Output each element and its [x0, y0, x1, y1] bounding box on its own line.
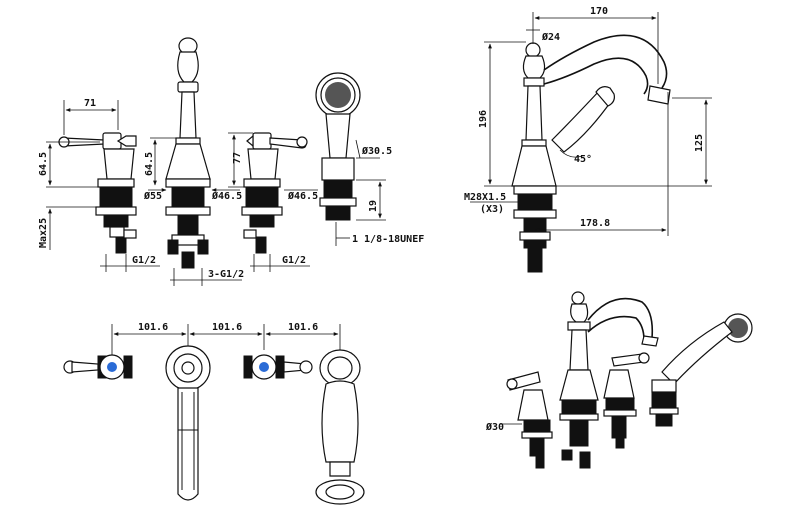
dim-diam-30-5: Ø30.5 — [361, 145, 392, 157]
dim-g12-right: G1/2 — [282, 255, 306, 266]
dim-101-6-b: 101.6 — [212, 322, 242, 333]
dim-101-6-c: 101.6 — [288, 322, 318, 333]
dim-77: 77 — [232, 152, 243, 164]
center-spout-body — [165, 37, 211, 269]
dim-3-g12: 3-G1/2 — [208, 269, 244, 280]
dim-101-6-a: 101.6 — [138, 322, 168, 333]
dim-diam-46-5-b: Ø46.5 — [287, 190, 318, 202]
dim-diam-24: Ø24 — [541, 31, 560, 43]
right-handle-valve — [241, 132, 308, 254]
dim-19: 19 — [368, 200, 379, 212]
dim-71: 71 — [84, 98, 96, 109]
dim-thread-hose: 1 1/8-18UNEF — [352, 234, 424, 245]
dim-64-5-left: 64.5 — [38, 152, 49, 176]
dim-64-5-mid: 64.5 — [144, 152, 155, 176]
dim-170: 170 — [590, 6, 608, 17]
plan-view: 101.6 101.6 101.6 — [63, 322, 365, 505]
dim-196: 196 — [478, 110, 489, 128]
dim-178-8: 178.8 — [580, 218, 610, 229]
left-handle-valve — [58, 132, 137, 254]
front-elevation-view: 71 64.5 Max25 64.5 77 Ø55 Ø46.5 Ø46.5 Ø3… — [38, 37, 424, 286]
front-dimensions: 71 64.5 Max25 64.5 77 Ø55 Ø46.5 Ø46.5 Ø3… — [38, 98, 424, 286]
dim-max25: Max25 — [38, 218, 49, 248]
dim-angle-45: 45° — [574, 154, 592, 165]
isometric-view: Ø30 — [485, 291, 753, 469]
side-elevation-view: 170 Ø24 196 125 45° M28X1.5 (X3) 178.8 — [464, 6, 712, 273]
dim-125: 125 — [694, 134, 705, 152]
dim-x3: (X3) — [480, 204, 504, 215]
dim-diam-46-5-a: Ø46.5 — [211, 190, 242, 202]
dim-diam-55: Ø55 — [143, 190, 162, 202]
dim-m28: M28X1.5 — [464, 192, 506, 203]
hand-shower — [315, 72, 361, 221]
dim-diam-30-iso: Ø30 — [485, 421, 504, 433]
dim-g12-left: G1/2 — [132, 255, 156, 266]
